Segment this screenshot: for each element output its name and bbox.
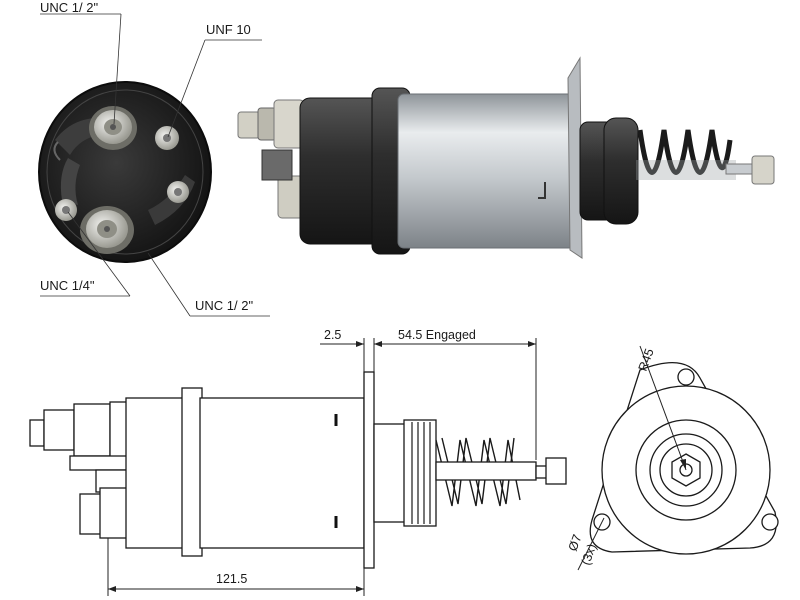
bottom-stud (79, 493, 103, 535)
small-terminal-mid (167, 181, 189, 203)
leader-line (67, 211, 131, 297)
shaft-nut (545, 457, 567, 485)
terminal-stud (43, 409, 75, 451)
bottom-nut (99, 487, 129, 539)
bottom-terminal-stud (80, 206, 134, 254)
terminal-washer (109, 401, 129, 459)
side-technical-drawing (29, 371, 567, 569)
plunger-shaft (435, 461, 537, 481)
leader-line (113, 13, 122, 125)
plunger-boot (373, 423, 409, 523)
small-terminal-left (55, 199, 77, 221)
cap-ring (181, 387, 203, 557)
thread-callouts: UNC 1/ 2" UNF 10 UNC 1/4" UNC 1/ 2" (40, 0, 270, 317)
dim-engaged-length: 54.5 Engaged (398, 328, 476, 342)
dim-hole-count: (3x) (579, 542, 600, 567)
terminal-nut (29, 419, 45, 447)
thread-label-top-left: UNC 1/ 2" (40, 0, 98, 15)
end-cap-view (38, 81, 212, 263)
thread-label-bottom-right: UNC 1/ 2" (195, 298, 253, 313)
leader-line (167, 39, 206, 138)
cap-housing (125, 397, 187, 549)
terminal-nut (73, 403, 111, 457)
thread-label-bottom-left: UNC 1/4" (40, 278, 95, 293)
mounting-flange (363, 371, 375, 569)
main-body (199, 397, 365, 549)
end-view-drawing: R45 Ø7 (3x) (566, 345, 779, 571)
leader-line (147, 252, 191, 317)
top-terminal-stud (89, 106, 137, 150)
small-terminal-right (155, 126, 179, 150)
dim-flange-gap: 2.5 (324, 328, 341, 342)
boot-collar (403, 419, 437, 527)
thread-label-top-right: UNF 10 (206, 22, 251, 37)
mount-hole-right (761, 513, 779, 531)
mount-hole-top (677, 368, 695, 386)
dim-overall-length: 121.5 (216, 572, 247, 586)
dim-hole-diameter: Ø7 (566, 533, 585, 554)
terminal-bracket (69, 455, 129, 471)
solenoid-side-photo (237, 56, 775, 259)
dimension-annotations: 2.5 54.5 Engaged 121.5 (107, 328, 537, 596)
